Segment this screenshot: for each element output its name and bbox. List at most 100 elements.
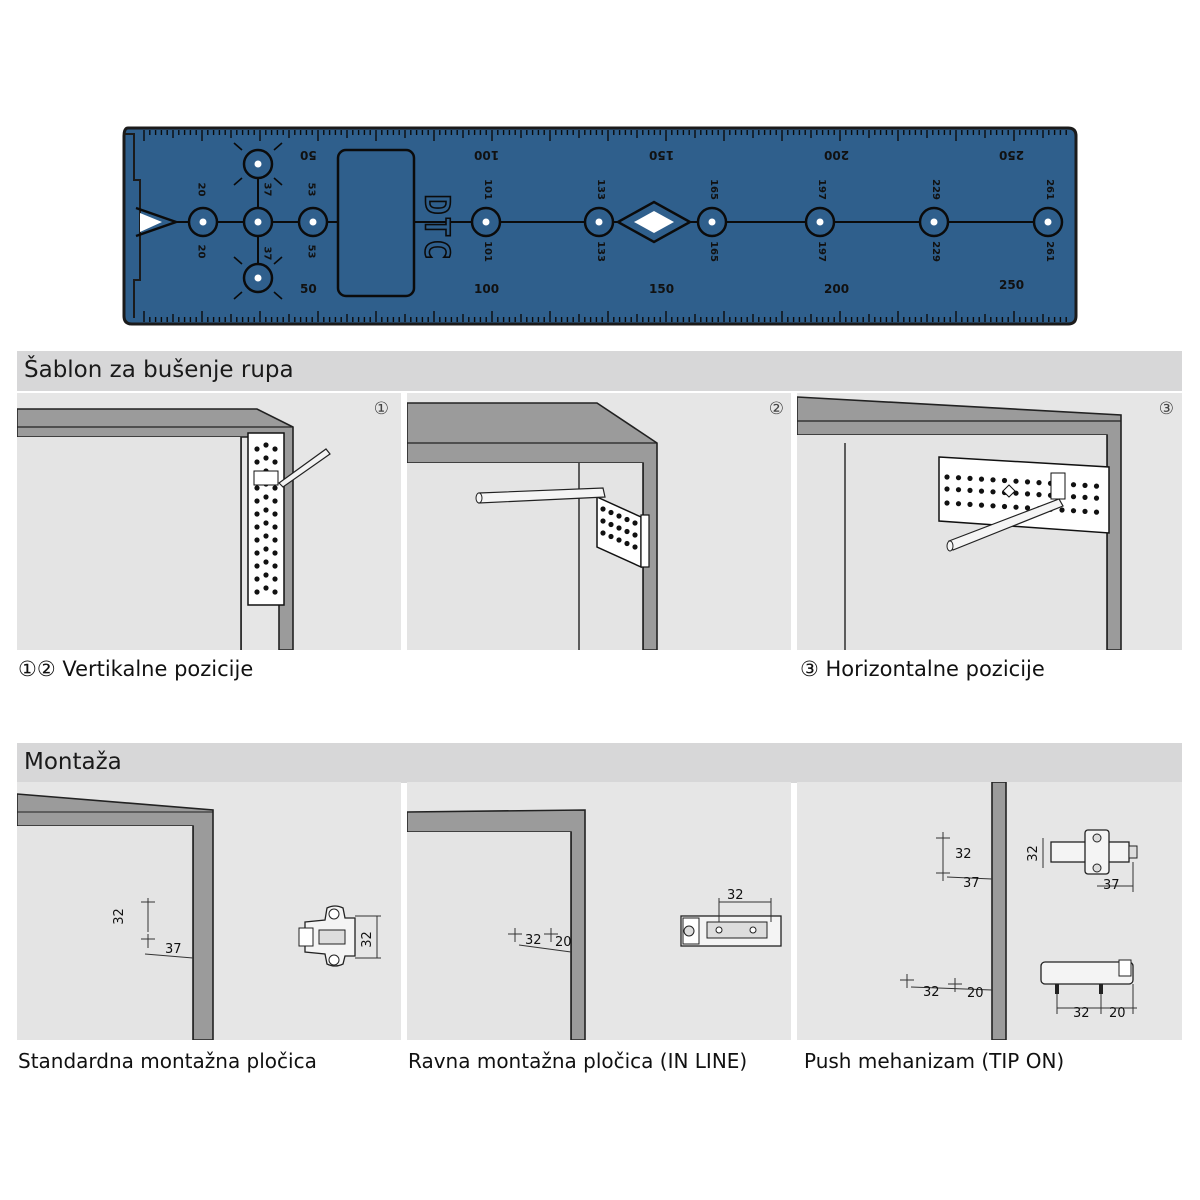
- template-hole: [1082, 482, 1088, 488]
- template-hole: [978, 502, 985, 508]
- dim-label: 37: [1103, 878, 1120, 893]
- template-hole: [600, 530, 606, 536]
- section-title: Šablon za bušenje rupa: [24, 357, 294, 383]
- hole-label-bottom: 165: [707, 241, 719, 262]
- hole-center: [1044, 218, 1052, 226]
- template-hole: [272, 498, 278, 504]
- template-hole: [254, 485, 260, 491]
- template-hole: [608, 521, 614, 528]
- hole-center: [254, 218, 262, 226]
- template-hole: [254, 446, 260, 452]
- template-hole: [1024, 505, 1031, 511]
- template-hole: [263, 442, 269, 448]
- template-hole: [1001, 477, 1008, 484]
- top-tick-label: 150: [649, 148, 675, 162]
- template-hole: [624, 540, 630, 547]
- template-hole: [272, 511, 278, 517]
- template-hole: [616, 537, 622, 543]
- top-tick-label: 100: [474, 148, 500, 162]
- template-hole: [967, 475, 973, 481]
- hole-center: [708, 218, 716, 226]
- template-hole: [272, 550, 278, 556]
- hole-label-bottom: 37: [261, 246, 273, 261]
- caption-inline-plate: Ravna montažna pločica (IN LINE): [408, 1049, 748, 1073]
- hole-label-bottom: 261: [1043, 241, 1055, 262]
- template-hole: [944, 486, 950, 492]
- template-hole: [254, 576, 260, 582]
- sight-ray: [233, 291, 243, 300]
- section-header-template: Šablon za bušenje rupa: [17, 351, 1182, 391]
- template-diamond: [1002, 484, 1016, 498]
- template-hole: [272, 563, 278, 569]
- hole-center: [254, 274, 262, 282]
- template-hole: [263, 533, 269, 539]
- template-hole: [272, 589, 278, 595]
- template-hole: [955, 475, 962, 481]
- dim-label: 32: [955, 847, 972, 862]
- hole-label-top: 101: [481, 179, 493, 200]
- template-hole: [1070, 508, 1077, 514]
- template-hole: [967, 487, 973, 493]
- hole-label-bottom: 53: [305, 244, 317, 259]
- illustration-panel-horizontal: ③: [797, 393, 1182, 650]
- template-hole: [1093, 509, 1100, 515]
- hole-label-bottom: 101: [481, 241, 493, 262]
- step-number: ②: [768, 399, 784, 419]
- dim-label: 32: [1025, 845, 1041, 862]
- template-hole: [1082, 494, 1088, 500]
- hole-label-top: 229: [929, 179, 941, 200]
- template-hole: [955, 501, 962, 507]
- bottom-tick-label: 250: [999, 278, 1025, 292]
- template-hole: [263, 585, 269, 591]
- hole-center: [816, 218, 824, 226]
- template-hole: [1070, 482, 1077, 488]
- template-hole: [1059, 507, 1065, 513]
- hole-label-bottom: 197: [815, 241, 827, 262]
- template-hole: [1082, 508, 1088, 514]
- step-number: ③: [1158, 399, 1174, 419]
- dim-label: 32: [1073, 1006, 1090, 1021]
- template-hole: [1036, 492, 1042, 498]
- hole-label-top: 53: [305, 182, 317, 197]
- template-hole: [263, 507, 269, 513]
- template-hole: [263, 494, 269, 500]
- template-hole: [254, 563, 260, 569]
- step-number: ①: [373, 399, 389, 419]
- template-hole: [263, 572, 269, 578]
- top-tick-label: 50: [300, 148, 317, 162]
- hole-label-top: 20: [195, 182, 207, 197]
- hole-label-top: 197: [815, 179, 827, 200]
- template-hole: [254, 498, 260, 504]
- hole-center: [309, 218, 317, 226]
- template-hole: [272, 459, 278, 465]
- template-hole: [944, 500, 950, 506]
- hole-center: [595, 218, 603, 226]
- template-hole: [616, 513, 622, 519]
- hole-label-top: 37: [261, 182, 273, 197]
- template-hole: [1070, 494, 1077, 500]
- template-hole: [263, 559, 269, 565]
- template-hole: [955, 487, 962, 493]
- template-hole: [254, 589, 260, 595]
- section-title: Montaža: [24, 749, 122, 775]
- template-hole: [600, 518, 606, 524]
- illustration-panel-vertical-1: ①: [17, 393, 401, 650]
- dim-label: 20: [1109, 1006, 1126, 1021]
- top-tick-label: 250: [999, 148, 1025, 162]
- hole-center: [482, 218, 490, 226]
- template-hole: [254, 537, 260, 543]
- template-window: [253, 470, 279, 486]
- template-hole: [632, 544, 638, 550]
- bottom-tick-label: 50: [300, 282, 317, 296]
- hole-center: [199, 218, 207, 226]
- illustration-panel-vertical-2: ②: [407, 393, 791, 650]
- template-window: [1050, 472, 1066, 500]
- sight-ray: [273, 291, 283, 300]
- template-hole: [272, 446, 278, 452]
- dim-label: 37: [963, 876, 980, 891]
- sight-ray: [273, 142, 283, 151]
- template-hole: [1024, 491, 1031, 497]
- top-tick-label: 200: [824, 148, 850, 162]
- template-hole: [272, 537, 278, 543]
- template-hole: [624, 528, 630, 535]
